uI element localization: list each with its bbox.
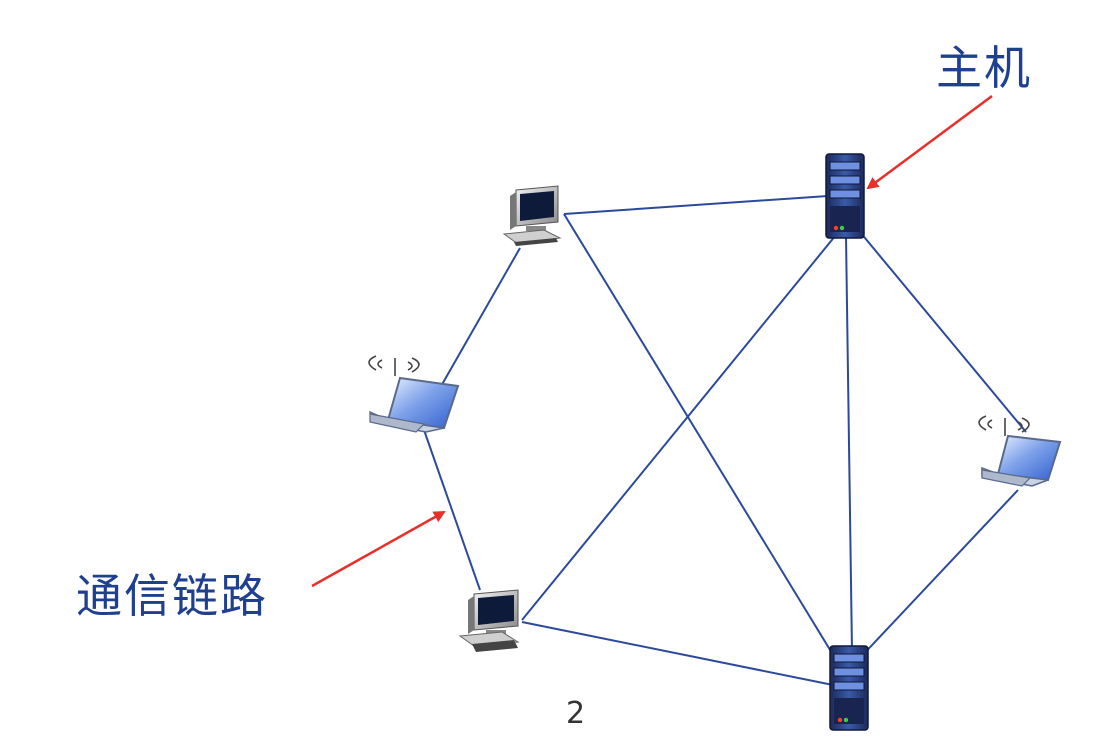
desktop-computer-icon xyxy=(502,185,562,246)
link-annotation-arrow xyxy=(311,510,446,588)
link-desktop-top-laptop-left xyxy=(439,247,521,389)
page-number-partial: 2 xyxy=(566,696,586,731)
communication-link-label: 通信链路 xyxy=(76,569,268,623)
link-laptop-left-desktop-bottom xyxy=(423,429,481,591)
link-server-top-laptop-right xyxy=(859,231,1027,433)
server-icon xyxy=(829,645,869,731)
link-desktop-bottom-server-bottom xyxy=(521,621,839,687)
desktop-computer-icon xyxy=(458,589,520,652)
link-desktop-top-server-top xyxy=(563,195,829,215)
host-label: 主机 xyxy=(936,41,1032,95)
link-server-top-server-bottom xyxy=(845,235,853,653)
links xyxy=(423,195,1027,687)
link-laptop-right-server-bottom xyxy=(857,489,1019,661)
server-icon xyxy=(825,153,865,239)
wireless-laptop-icon xyxy=(368,355,460,433)
wireless-laptop-icon xyxy=(978,415,1062,487)
link-desktop-bottom-server-top xyxy=(521,229,841,621)
wireless-signal-icon xyxy=(978,415,1030,436)
wireless-signal-icon xyxy=(368,355,420,376)
link-desktop-top-server-bottom xyxy=(563,213,847,677)
host-annotation-arrow xyxy=(866,94,993,190)
